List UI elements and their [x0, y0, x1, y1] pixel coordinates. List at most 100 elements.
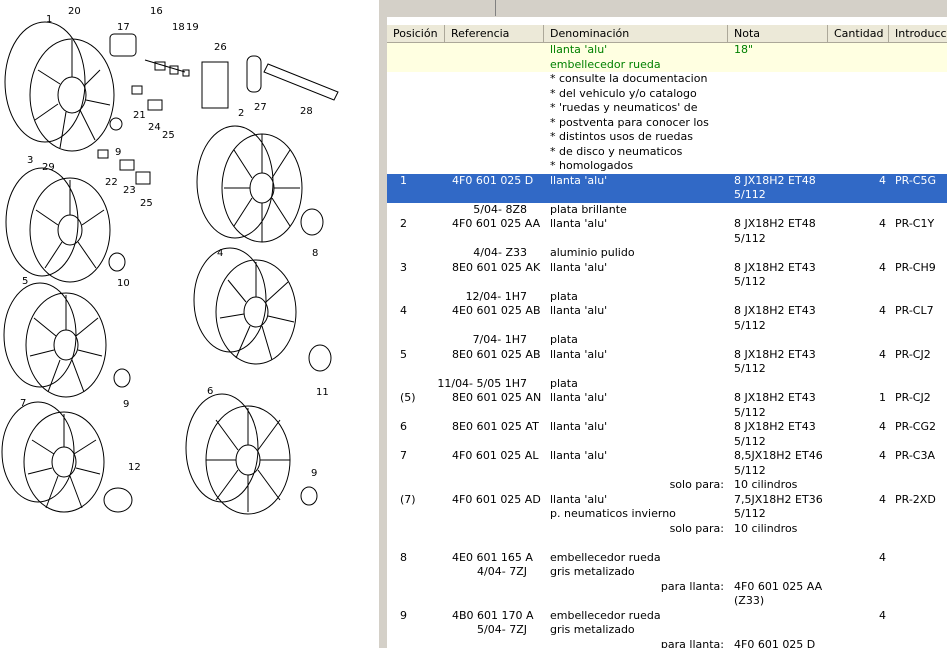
row-nota: 8 JX18H2 ET48 — [734, 173, 816, 187]
callout-label[interactable]: 18 — [172, 22, 185, 33]
table-row[interactable]: * 'ruedas y neumaticos' de — [387, 101, 947, 116]
table-row[interactable]: 5/112 — [387, 319, 947, 334]
callout-label[interactable]: 20 — [68, 6, 81, 17]
row-fecha-codigo: 11/04- 5/05 1H7 — [437, 376, 527, 390]
callout-label[interactable]: 25 — [140, 198, 153, 209]
table-row[interactable] — [387, 536, 947, 551]
row-cantidad: 4 — [879, 449, 886, 462]
callout-label[interactable]: 28 — [300, 106, 313, 117]
callout-label[interactable]: 25 — [162, 130, 175, 141]
callout-label[interactable]: 29 — [42, 162, 55, 173]
row-referencia: 8E0 601 025 AT — [452, 420, 539, 433]
callout-label[interactable]: 4 — [217, 248, 223, 259]
column-header-nota[interactable]: Nota — [728, 25, 828, 42]
table-row[interactable]: * de disco y neumaticos — [387, 145, 947, 160]
callout-label[interactable]: 23 — [123, 185, 136, 196]
callout-label[interactable]: 21 — [133, 110, 146, 121]
callout-label[interactable]: 6 — [207, 386, 213, 397]
callout-label[interactable]: 24 — [148, 122, 161, 133]
table-row[interactable]: * distintos usos de ruedas — [387, 130, 947, 145]
wheel-parts-diagram[interactable]: 2016171819261212728242529329222325810459… — [0, 0, 378, 648]
table-row[interactable]: solo para:10 cilindros — [387, 478, 947, 493]
row-referencia: 4F0 601 025 AD — [452, 492, 541, 506]
column-header-introduccion[interactable]: Introducci — [895, 27, 947, 40]
table-row[interactable]: 5/112 — [387, 362, 947, 377]
callout-label[interactable]: 22 — [105, 177, 118, 188]
column-header-cantidad[interactable]: Cantidad — [828, 25, 889, 42]
callout-label[interactable]: 16 — [150, 6, 163, 17]
table-row[interactable]: 5/112 — [387, 188, 947, 203]
row-nota: (Z33) — [734, 594, 765, 607]
tab-fragment[interactable] — [387, 0, 496, 16]
table-row[interactable]: 5/112 — [387, 232, 947, 247]
table-row[interactable]: solo para:10 cilindros — [387, 522, 947, 537]
callout-label[interactable]: 10 — [117, 278, 130, 289]
table-row[interactable]: * postventa para conocer los — [387, 116, 947, 131]
row-denominacion: p. neumaticos invierno — [550, 507, 676, 520]
table-row[interactable]: * consulte la documentacion — [387, 72, 947, 87]
callout-label[interactable]: 19 — [186, 22, 199, 33]
callout-label[interactable]: 9 — [115, 147, 121, 158]
table-row[interactable]: embellecedor rueda — [387, 57, 947, 72]
wheel-3-drawing — [5, 167, 111, 283]
row-nota: 5/112 — [734, 434, 766, 448]
row-posicion: 9 — [400, 608, 407, 622]
table-row[interactable]: 5/112 — [387, 275, 947, 290]
callout-label[interactable]: 9 — [123, 399, 129, 410]
row-denominacion: * distintos usos de ruedas — [550, 130, 693, 143]
table-row[interactable]: 5/112 — [387, 435, 947, 450]
row-nota: 5/112 — [734, 405, 766, 419]
callout-label[interactable]: 1 — [46, 14, 52, 25]
row-denominacion: llanta 'alu' — [550, 217, 608, 230]
callout-label[interactable]: 7 — [20, 398, 26, 409]
callout-label[interactable]: 17 — [117, 22, 130, 33]
table-row[interactable]: * homologados — [387, 159, 947, 174]
column-header-referencia[interactable]: Referencia — [445, 25, 544, 42]
callout-label[interactable]: 8 — [312, 248, 318, 259]
callout-label[interactable]: 26 — [214, 42, 227, 53]
row-referencia: 4B0 601 170 A — [452, 608, 534, 622]
table-row[interactable]: * del vehiculo y/o catalogo — [387, 87, 947, 102]
callout-label[interactable]: 11 — [316, 387, 329, 398]
row-referencia: 4F0 601 025 AA — [452, 217, 541, 230]
table-row[interactable]: 5/112 — [387, 464, 947, 479]
panel-splitter[interactable] — [378, 0, 387, 648]
callout-label[interactable]: 3 — [27, 155, 33, 166]
callout-label[interactable]: 12 — [128, 462, 141, 473]
parts-list-panel: Posición Referencia Denominación Nota Ca… — [387, 0, 947, 648]
table-row[interactable]: para llanta:4F0 601 025 D — [387, 638, 947, 649]
column-header-denominacion[interactable]: Denominación — [544, 25, 728, 42]
table-row[interactable]: para llanta:4F0 601 025 AA — [387, 580, 947, 595]
column-header-posicion[interactable]: Posición — [387, 25, 445, 42]
table-row[interactable]: (Z33) — [387, 594, 947, 609]
callout-label[interactable]: 5 — [22, 276, 28, 287]
callout-label[interactable]: 27 — [254, 102, 267, 113]
callout-label[interactable]: 2 — [238, 108, 244, 119]
row-cantidad: 4 — [879, 260, 886, 274]
row-introduccion: PR-CJ2 — [895, 347, 931, 361]
table-row[interactable]: 5/112 — [387, 406, 947, 421]
callout-label[interactable]: 9 — [311, 468, 317, 479]
table-row[interactable]: llanta 'alu'18" — [387, 43, 947, 58]
row-fecha-codigo: 4/04- Z33 — [473, 246, 527, 259]
